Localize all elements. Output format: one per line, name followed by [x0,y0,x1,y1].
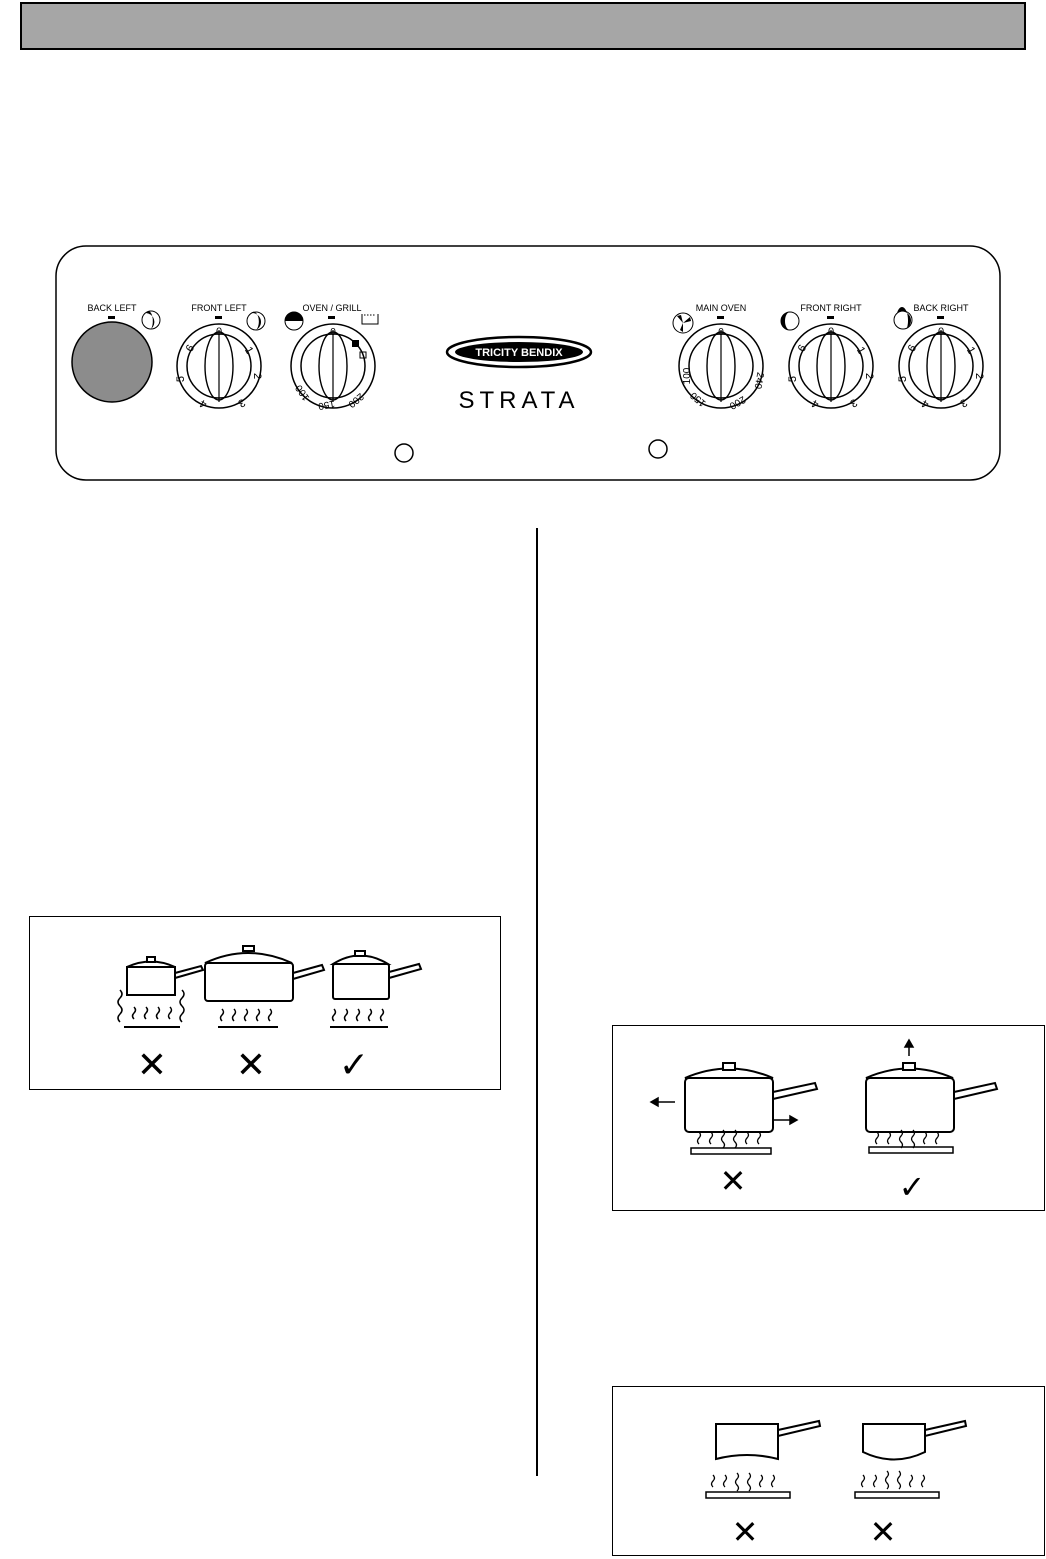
zone-indicator-icon [246,311,266,331]
knob-label: OVEN / GRILL [302,303,361,313]
svg-text:3: 3 [848,396,859,409]
knob-label: MAIN OVEN [696,303,747,313]
pan-lid-illustration: ✕ ✓ [649,1038,999,1205]
figure-pan-base: ✕ ✕ [612,1386,1045,1556]
svg-text:3: 3 [236,396,247,409]
check-mark: ✓ [339,1044,369,1085]
svg-text:3: 3 [958,396,969,409]
svg-text:0: 0 [330,327,336,338]
brand-logo: TRICITY BENDIX [445,335,593,369]
knob-front-left[interactable]: FRONT LEFT 0 1 2 3 4 5 6 [175,303,263,410]
section-header-bar [20,2,1026,50]
zone-indicator-icon [780,311,800,331]
svg-text:4: 4 [810,397,821,410]
zone-indicator-icon [893,306,913,330]
svg-text:6: 6 [906,343,919,354]
svg-text:6: 6 [184,343,197,354]
check-mark: ✓ [899,1169,926,1205]
knob-label: BACK LEFT [87,303,137,313]
knob-label: BACK RIGHT [913,303,969,313]
svg-text:240: 240 [752,371,766,390]
svg-text:6: 6 [796,343,809,354]
pan-base-illustration: ✕ ✕ [705,1419,968,1550]
cross-mark: ✕ [870,1514,897,1550]
svg-text:0: 0 [718,327,724,338]
svg-text:2: 2 [863,373,875,379]
svg-text:TRICITY BENDIX: TRICITY BENDIX [475,347,563,359]
pan-size-illustration: ✕ ✕ ✓ [117,945,423,1085]
indicator-lamp [394,443,414,463]
control-panel-diagram: BACK LEFT FRONT LEFT 0 1 2 3 4 5 6 [55,245,1001,481]
knob-back-right[interactable]: BACK RIGHT 0 1 2 3 4 5 6 [897,303,985,410]
figure-pan-lid: ✕ ✓ [612,1025,1045,1211]
knob-back-left[interactable]: BACK LEFT [71,303,153,403]
knob-front-right[interactable]: FRONT RIGHT 0 1 2 3 4 5 6 [787,303,875,410]
knob-label: FRONT LEFT [191,303,247,313]
model-name: STRATA [458,387,579,414]
knob-label: FRONT RIGHT [800,303,862,313]
cross-mark: ✕ [236,1044,266,1085]
cross-mark: ✕ [732,1514,759,1550]
svg-text:5: 5 [175,376,187,382]
fan-icon [672,312,694,334]
svg-text:2: 2 [973,373,985,379]
svg-text:0: 0 [828,326,834,338]
indicator-lamp [648,439,668,459]
column-divider [536,528,538,1476]
svg-text:5: 5 [787,376,799,382]
svg-text:2: 2 [251,373,263,379]
svg-text:1: 1 [854,345,867,356]
svg-text:100: 100 [682,367,693,384]
zone-indicator-icon [141,310,161,330]
grill-icon [361,314,379,325]
half-disc-icon [284,311,304,331]
cross-mark: ✕ [137,1044,167,1085]
knob-main-oven[interactable]: MAIN OVEN 0 100 150 200 240 [678,303,766,411]
cross-mark: ✕ [720,1163,747,1199]
knob-oven-grill[interactable]: OVEN / GRILL 0 100 150 200 [290,303,376,412]
svg-text:1: 1 [964,345,977,356]
svg-text:150: 150 [317,398,336,412]
svg-text:4: 4 [198,397,209,410]
svg-text:4: 4 [920,397,931,410]
svg-text:1: 1 [242,345,255,356]
figure-pan-size: ✕ ✕ ✓ [29,916,501,1090]
svg-text:5: 5 [897,376,909,382]
svg-text:0: 0 [938,326,944,338]
svg-text:0: 0 [216,326,222,338]
